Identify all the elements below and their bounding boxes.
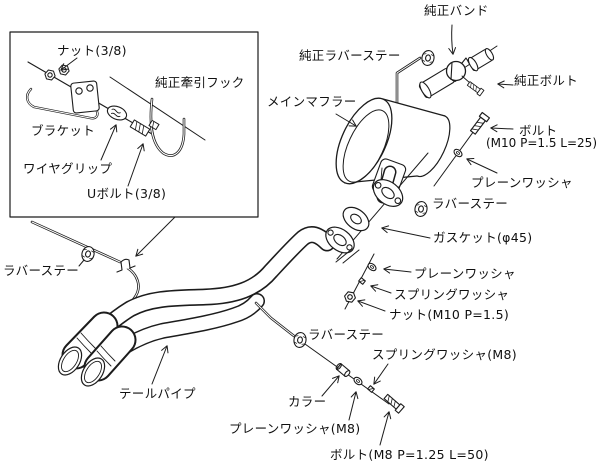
label-oem-rubber-stay: 純正ラバーステー [299,48,401,63]
label-oem-band: 純正バンド [424,3,489,18]
label-inset-nut-38: ナット(3/8) [57,43,127,58]
oem-pipe-stub [467,48,495,72]
bolt-m10-part [468,111,491,136]
upper-bolt-hardware [433,111,491,187]
tailpipe-tip-front [80,325,137,387]
nut-m10-part [343,290,357,304]
rubber-stay-lower-part [292,331,308,349]
tailpipe-drawing [30,220,336,387]
label-inset-wire-grip: ワイヤグリップ [23,161,113,176]
rubber-stay-right-part [413,200,429,218]
plain-washer-top-part [452,147,464,159]
muffler-flange [372,179,404,207]
tailpipe-flange [325,226,355,254]
label-bolt-m8: ボルト(M8 P=1.25 L=50) [330,447,489,462]
label-tail-pipe: テールパイプ [119,386,196,401]
gasket-part [342,206,370,232]
label-rubber-stay-lower: ラバーステー [308,327,385,342]
oem-bolt-part [466,80,485,97]
plain-washer-mid-part [366,261,378,273]
spring-washer-mid-part [358,277,366,285]
lower-hanger-hardware [254,301,405,414]
label-rubber-stay-left: ラバーステー [3,263,80,278]
spring-washer-m8-part [367,385,375,393]
label-spring-washer-mid: スプリングワッシャ [394,287,510,302]
oem-rubber-stay-part [420,49,436,67]
label-spring-washer-m8: スプリングワッシャ(M8) [372,347,517,362]
tailpipe-tip-rear [57,311,119,376]
label-inset-tow-hook: 純正牽引フック [155,75,245,90]
label-plain-washer-mid: プレーンワッシャ [414,266,516,281]
leader-lines [60,24,514,446]
label-inset-u-bolt: Uボルト(3/8) [87,186,167,201]
label-bolt-m10: ボルト [519,123,558,138]
hanger-bracket [116,258,136,273]
label-collar: カラー [288,394,327,409]
collar-part [335,362,351,378]
label-plain-washer-m8: プレーンワッシャ(M8) [229,421,361,436]
label-inset-bracket: ブラケット [31,123,96,138]
inset-diagram [9,31,259,218]
rubber-stay-left-part [79,244,97,264]
flange-gasket-stack [325,152,429,310]
u-bolt-part [129,119,151,137]
label-oem-bolt: 純正ボルト [514,73,579,88]
oem-band-part [445,57,470,82]
label-bolt-m10-spec: (M10 P=1.5 L=25) [486,136,597,150]
label-nut-m10: ナット(M10 P=1.5) [389,307,510,322]
bolt-m8-part [382,392,405,414]
label-gasket: ガスケット(φ45) [433,230,533,245]
label-plain-washer-top: プレーンワッシャ [471,175,573,190]
wire-grip-part [106,105,128,121]
label-rubber-stay-right: ラバーステー [432,196,509,211]
bracket-part [70,80,100,114]
label-main-muffler: メインマフラー [267,94,357,109]
